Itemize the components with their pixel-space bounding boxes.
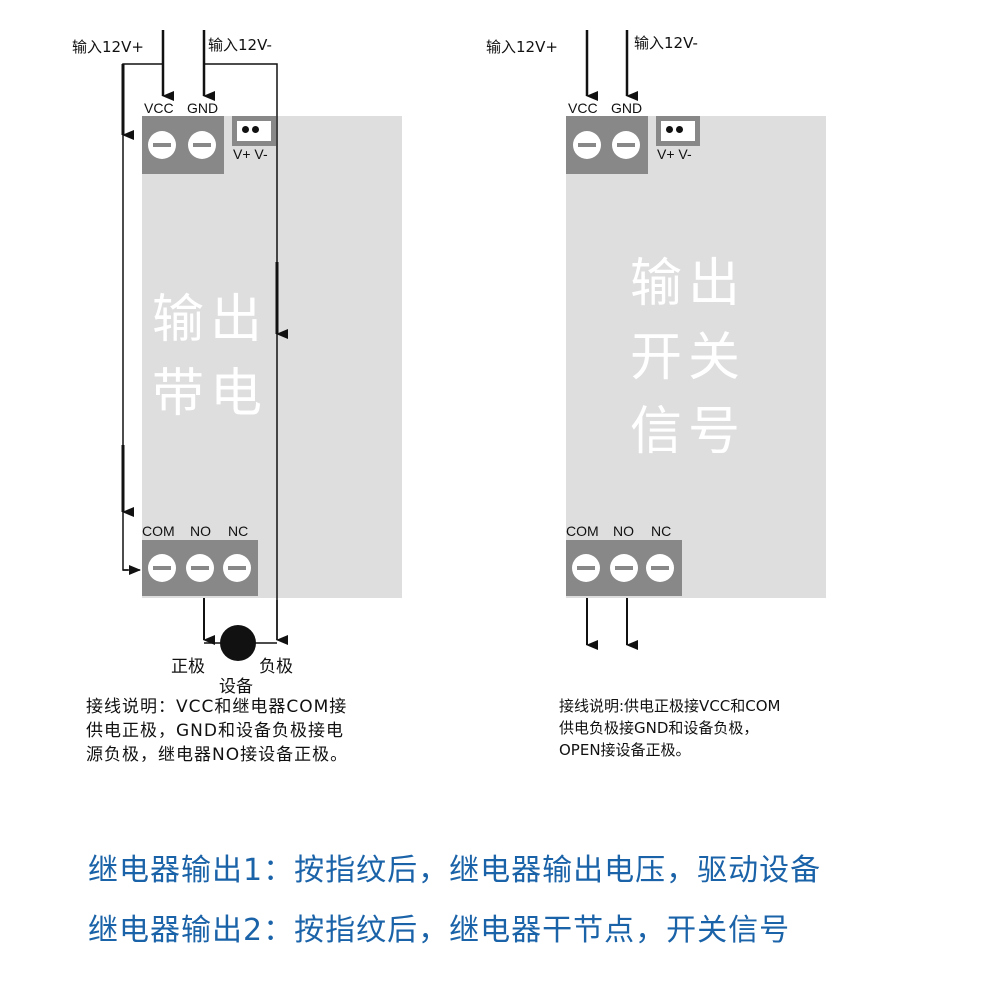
right-vcc-screw-icon bbox=[573, 131, 601, 159]
left-jumper-header bbox=[232, 116, 276, 146]
right-board-text-line2: 开关 bbox=[630, 328, 747, 388]
right-note: 接线说明:供电正极接VCC和COM 供电负极接GND和设备负极， OPEN接设备… bbox=[559, 695, 781, 761]
right-note-line: OPEN接设备正极。 bbox=[559, 741, 691, 759]
right-note-line: 接线说明:供电正极接VCC和COM bbox=[559, 697, 781, 715]
right-note-line: 供电负极接GND和设备负极， bbox=[559, 719, 759, 737]
jumper-pin-icon bbox=[252, 126, 259, 133]
left-com-screw-icon bbox=[148, 554, 176, 582]
device-icon bbox=[220, 625, 256, 661]
wire-left-minus-branch bbox=[204, 63, 278, 640]
left-note-line: 源负极，继电器NO接设备正极。 bbox=[86, 745, 349, 765]
left-gnd-label: GND bbox=[187, 100, 219, 116]
left-note: 接线说明：VCC和继电器COM接 供电正极，GND和设备负极接电 源负极，继电器… bbox=[86, 695, 348, 767]
right-com-screw-icon bbox=[572, 554, 600, 582]
right-gnd-label: GND bbox=[611, 100, 643, 116]
left-input-minus-label: 输入12V- bbox=[208, 36, 272, 54]
right-gnd-screw-icon bbox=[612, 131, 640, 159]
right-input-minus-label: 输入12V- bbox=[634, 34, 698, 52]
footer-line-2: 继电器输出2：按指纹后，继电器干节点，开关信号 bbox=[88, 913, 791, 948]
right-nc-screw-icon bbox=[646, 554, 674, 582]
right-relay-board bbox=[566, 116, 826, 598]
right-jumper-label: V+ V- bbox=[657, 146, 692, 162]
device-label: 设备 bbox=[219, 677, 253, 697]
jumper-pin-icon bbox=[666, 126, 673, 133]
right-jumper-header bbox=[656, 116, 700, 146]
left-board-text-line1: 输出 bbox=[152, 290, 269, 350]
left-com-label: COM bbox=[142, 523, 175, 539]
right-no-screw-icon bbox=[610, 554, 638, 582]
right-nc-label: NC bbox=[651, 523, 672, 539]
left-relay-board bbox=[142, 116, 402, 598]
right-com-label: COM bbox=[566, 523, 599, 539]
left-note-line: 供电正极，GND和设备负极接电 bbox=[86, 721, 344, 741]
left-vcc-label: VCC bbox=[144, 100, 174, 116]
left-nc-label: NC bbox=[228, 523, 249, 539]
jumper-pin-icon bbox=[242, 126, 249, 133]
device-positive-label: 正极 bbox=[171, 657, 205, 677]
right-board-text-line3: 信号 bbox=[630, 402, 747, 462]
left-no-label: NO bbox=[190, 523, 211, 539]
left-note-line: 接线说明：VCC和继电器COM接 bbox=[86, 697, 348, 717]
left-jumper-label: V+ V- bbox=[233, 146, 268, 162]
right-board-text-line1: 输出 bbox=[630, 254, 747, 314]
right-no-label: NO bbox=[613, 523, 634, 539]
footer-line-1: 继电器输出1：按指纹后，继电器输出电压，驱动设备 bbox=[88, 853, 822, 888]
left-no-screw-icon bbox=[186, 554, 214, 582]
right-vcc-label: VCC bbox=[568, 100, 598, 116]
left-input-plus-label: 输入12V+ bbox=[72, 38, 144, 56]
left-board-text-line2: 带电 bbox=[152, 364, 269, 424]
right-input-plus-label: 输入12V+ bbox=[486, 38, 558, 56]
device-negative-label: 负极 bbox=[259, 657, 293, 677]
left-vcc-screw-icon bbox=[148, 131, 176, 159]
left-nc-screw-icon bbox=[223, 554, 251, 582]
jumper-pin-icon bbox=[676, 126, 683, 133]
left-gnd-screw-icon bbox=[188, 131, 216, 159]
